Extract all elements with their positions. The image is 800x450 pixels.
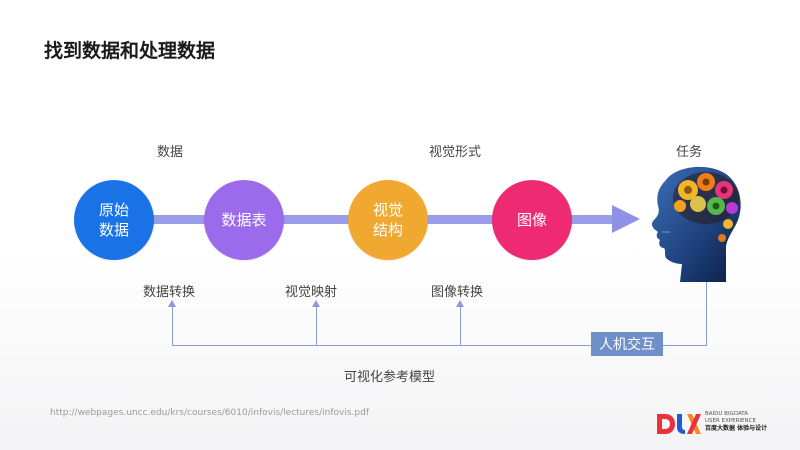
- node-data-table: 数据表: [204, 180, 284, 260]
- node-data-table-label: 数据表: [221, 211, 267, 229]
- stage-label-task: 任务: [676, 145, 703, 160]
- feedback-arrow-mapping: [312, 300, 320, 307]
- feedback-right-line: [706, 272, 707, 346]
- feedback-line-data: [172, 306, 173, 346]
- duux-logo-mark: [657, 414, 701, 434]
- transform-label-visual-mapping: 视觉映射: [285, 285, 338, 300]
- node-raw-data-line1: 原始: [98, 201, 129, 219]
- node-image: 图像: [492, 180, 572, 260]
- node-visual-structure-line1: 视觉: [372, 201, 403, 219]
- feedback-arrow-data: [168, 300, 176, 307]
- logo-line2: USER EXPERIENCE: [705, 418, 756, 424]
- logo-line1: BAIDU BIGDATA: [705, 411, 748, 417]
- duux-logo: BAIDU BIGDATA USER EXPERIENCE 百度大数据 体验与设…: [655, 410, 790, 442]
- node-raw-data: 原始 数据: [74, 180, 154, 260]
- model-caption: 可视化参考模型: [344, 370, 436, 385]
- node-visual-structure: 视觉 结构: [348, 180, 428, 260]
- brain-head-image: [651, 166, 741, 282]
- interaction-box: 人机交互: [591, 332, 663, 356]
- transform-label-data: 数据转换: [143, 285, 196, 300]
- logo-line3: 百度大数据 体验与设计: [705, 425, 768, 432]
- pipeline-arrow-head: [612, 205, 640, 233]
- transform-label-image: 图像转换: [431, 285, 484, 300]
- feedback-line-image: [460, 306, 461, 346]
- feedback-bottom-line: [172, 345, 707, 346]
- interaction-label: 人机交互: [599, 337, 655, 353]
- node-visual-structure-line2: 结构: [372, 221, 403, 239]
- stage-label-visual-form: 视觉形式: [429, 145, 482, 160]
- source-url: http://webpages.uncc.edu/krs/courses/601…: [50, 408, 369, 418]
- node-image-label: 图像: [516, 211, 547, 229]
- page-title: 找到数据和处理数据: [44, 40, 216, 62]
- node-raw-data-line2: 数据: [98, 221, 129, 239]
- feedback-line-mapping: [316, 306, 317, 346]
- stage-label-data: 数据: [157, 145, 184, 160]
- feedback-arrow-image: [456, 300, 464, 307]
